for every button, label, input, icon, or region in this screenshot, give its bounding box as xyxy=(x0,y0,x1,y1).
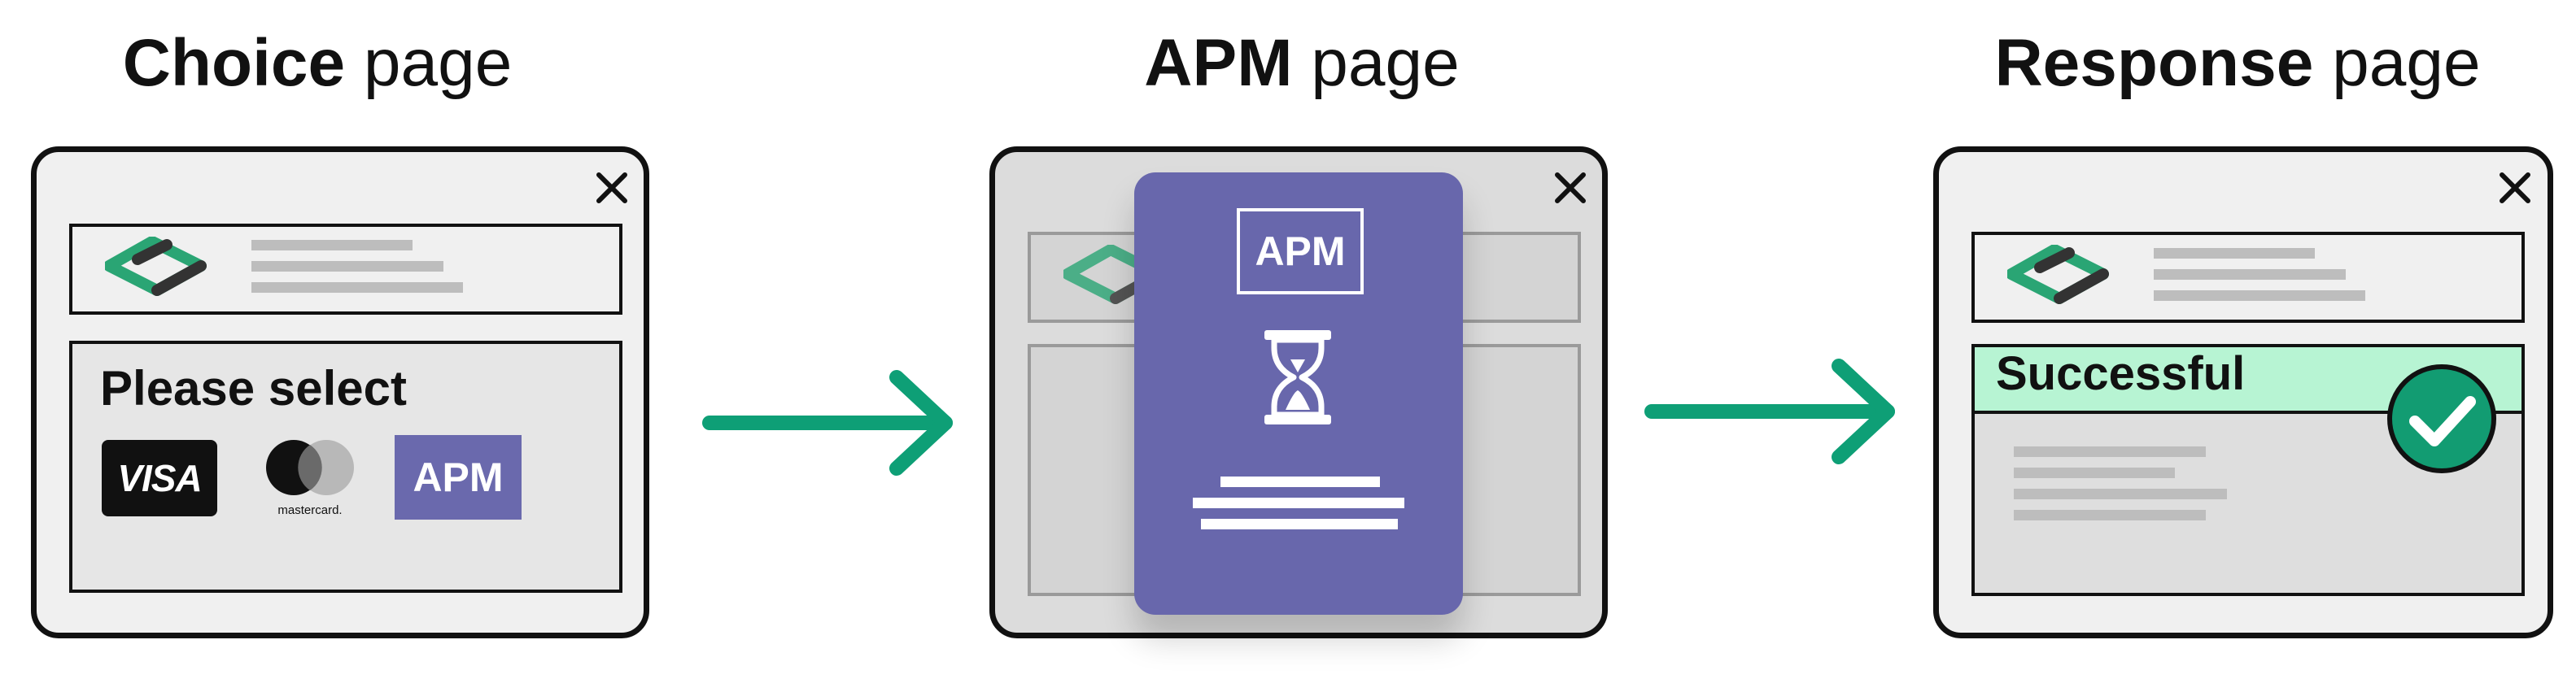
response-header-box xyxy=(1971,232,2525,323)
apm-label-box: APM xyxy=(1237,208,1364,294)
brand-logo-icon xyxy=(105,237,207,296)
close-icon[interactable] xyxy=(594,170,630,206)
header-text-line xyxy=(251,261,443,272)
header-text-line xyxy=(2154,290,2365,301)
response-page-title: Response page xyxy=(1994,26,2481,100)
check-circle-icon xyxy=(2387,364,2496,473)
visa-button[interactable]: VISA xyxy=(102,440,217,516)
choice-header-box xyxy=(69,224,622,315)
header-text-line xyxy=(2154,248,2315,259)
response-page-window: Successful xyxy=(1933,146,2553,638)
mastercard-icon[interactable] xyxy=(258,435,362,502)
apm-page-title: APM page xyxy=(1144,26,1460,100)
mastercard-label: mastercard. xyxy=(277,503,343,517)
choice-page-window: Please select VISA mastercard. APM xyxy=(31,146,649,638)
arrow-right-icon xyxy=(1644,359,1895,464)
apm-button[interactable]: APM xyxy=(395,435,522,520)
response-text-line xyxy=(2014,489,2227,499)
header-text-line xyxy=(251,282,463,293)
response-text-line xyxy=(2014,510,2206,520)
arrow-right-icon xyxy=(702,370,953,476)
hourglass-icon xyxy=(1264,330,1331,424)
apm-text-line xyxy=(1201,519,1398,529)
response-text-line xyxy=(2014,446,2206,457)
close-icon[interactable] xyxy=(2497,170,2533,206)
close-icon[interactable] xyxy=(1552,170,1588,206)
response-text-line xyxy=(2014,468,2175,478)
apm-overlay-card[interactable]: APM xyxy=(1134,172,1463,615)
brand-logo-icon xyxy=(2007,245,2109,304)
apm-text-line xyxy=(1220,477,1380,487)
choice-page-title: Choice page xyxy=(122,26,513,100)
select-heading: Please select xyxy=(100,361,407,416)
apm-text-line xyxy=(1193,498,1404,508)
success-status-text: Successful xyxy=(1996,347,2246,400)
choice-body-box: Please select VISA mastercard. APM xyxy=(69,341,622,593)
header-text-line xyxy=(251,240,413,250)
header-text-line xyxy=(2154,269,2346,280)
